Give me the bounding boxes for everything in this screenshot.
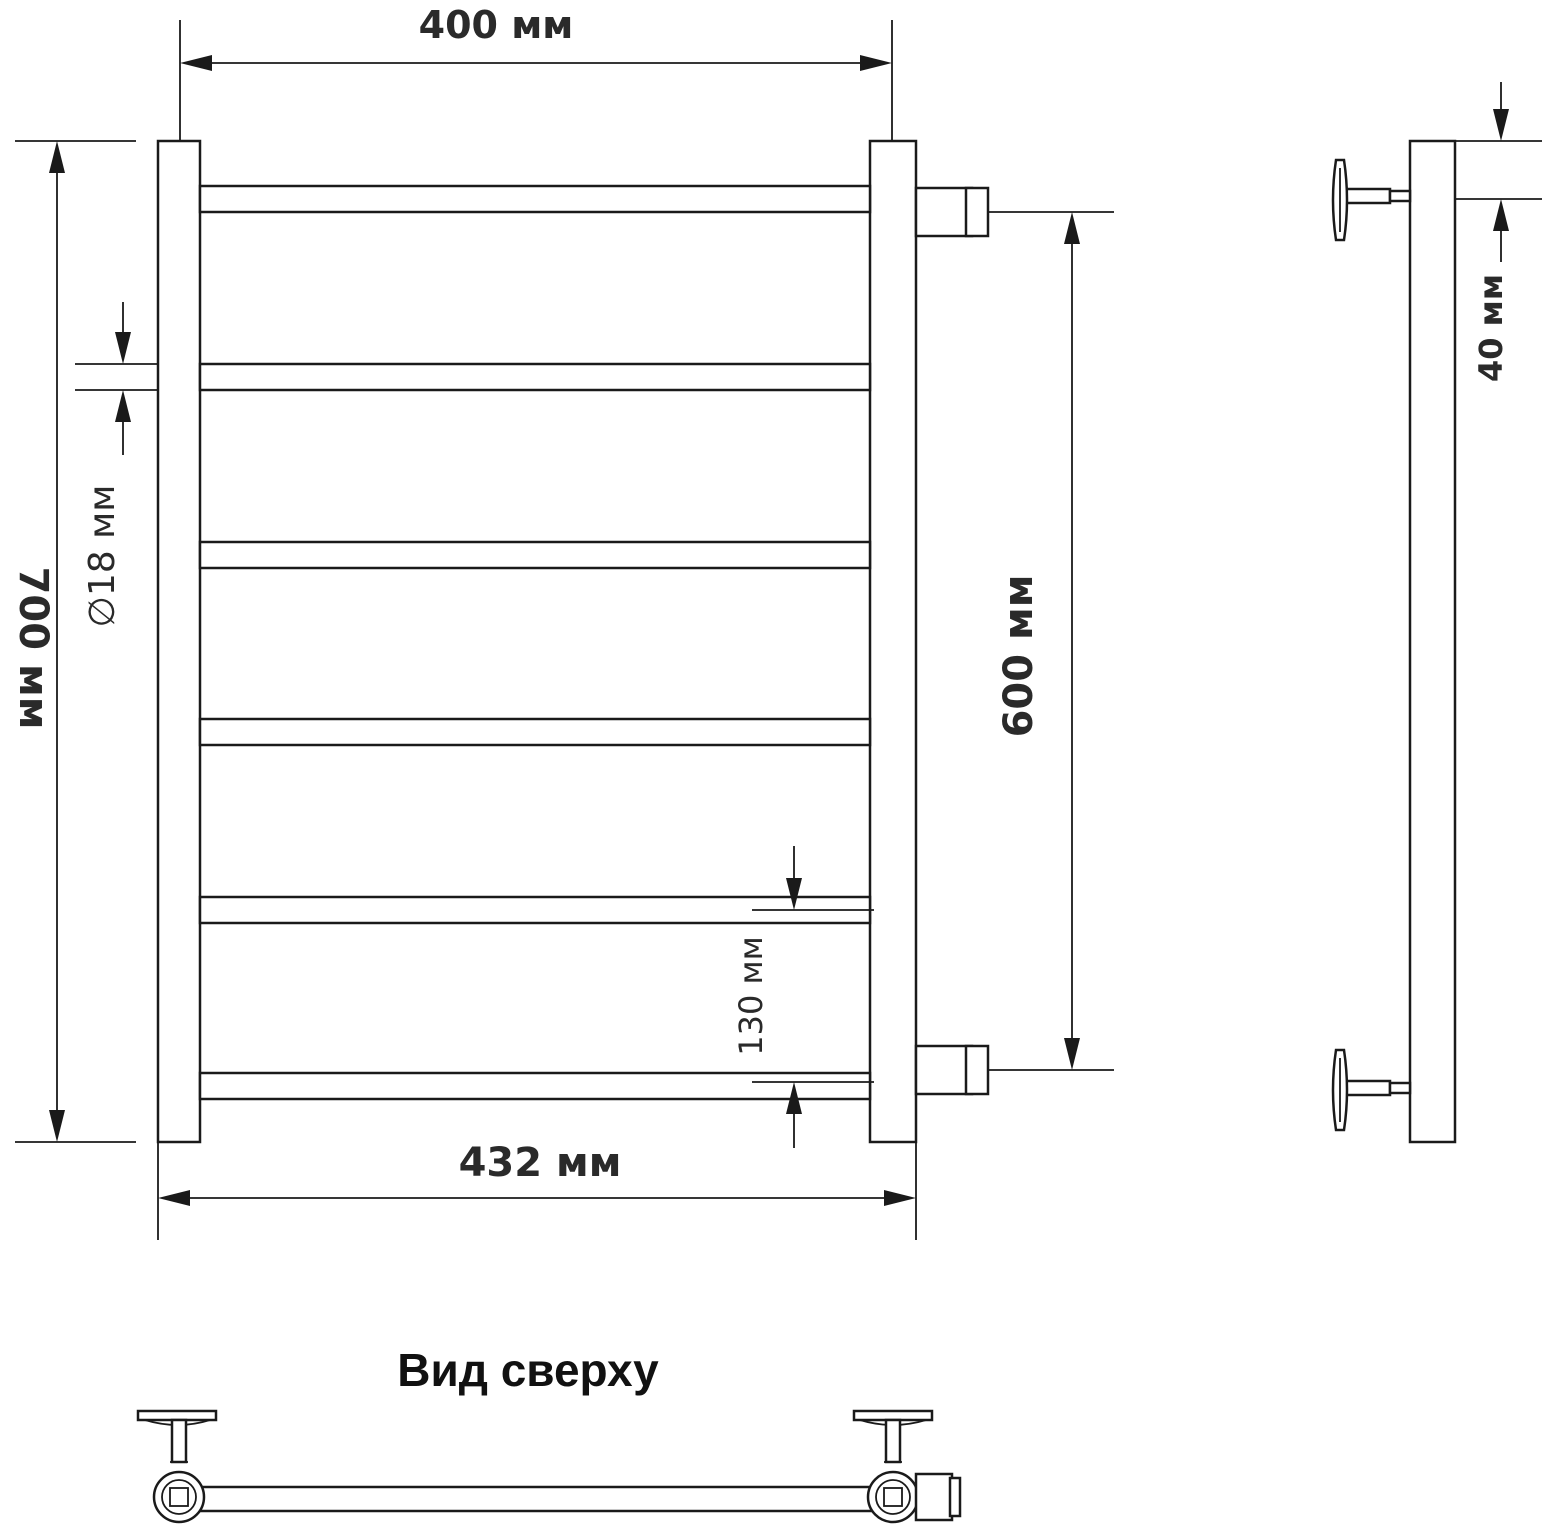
dimension-label-432: 432 мм (459, 1140, 622, 1186)
dimension-label-130: 130 мм (732, 936, 770, 1056)
dimension-diameter: ∅18 мм (75, 302, 158, 627)
rung (198, 717, 872, 747)
bottom-connector (914, 1044, 990, 1096)
side-mount-bottom (1331, 1048, 1412, 1132)
top-view-mount-left (136, 1409, 218, 1524)
dimension-label-600: 600 мм (996, 575, 1042, 738)
dimension-400: 400 мм (179, 3, 893, 141)
rung (198, 362, 872, 392)
dimension-label-40: 40 мм (1472, 274, 1510, 382)
rungs (198, 184, 872, 1101)
rung (198, 184, 872, 214)
top-view-title: Вид сверху (397, 1344, 659, 1396)
right-upright (868, 139, 918, 1144)
top-connector (914, 186, 990, 238)
dimension-700: 700 мм (10, 140, 136, 1143)
side-view: 40 мм (1331, 82, 1542, 1144)
top-view-bar (178, 1485, 890, 1513)
top-view-mount-right (852, 1409, 962, 1524)
side-upright (1408, 139, 1457, 1144)
top-view: Вид сверху (136, 1344, 962, 1524)
dimension-label-700: 700 мм (10, 567, 56, 730)
dimension-432: 432 мм (157, 1140, 917, 1240)
front-view: 400 мм 432 мм 700 мм ∅ (10, 3, 1114, 1240)
left-upright (156, 139, 202, 1144)
dimension-label-diameter: ∅18 мм (82, 485, 123, 628)
rung (198, 540, 872, 570)
dimension-600: 600 мм (988, 211, 1114, 1071)
dimension-40: 40 мм (1455, 82, 1542, 382)
dimension-130: 130 мм (732, 846, 874, 1148)
side-mount-top (1331, 158, 1412, 242)
rung (198, 1071, 872, 1101)
dimension-label-400: 400 мм (419, 3, 574, 47)
